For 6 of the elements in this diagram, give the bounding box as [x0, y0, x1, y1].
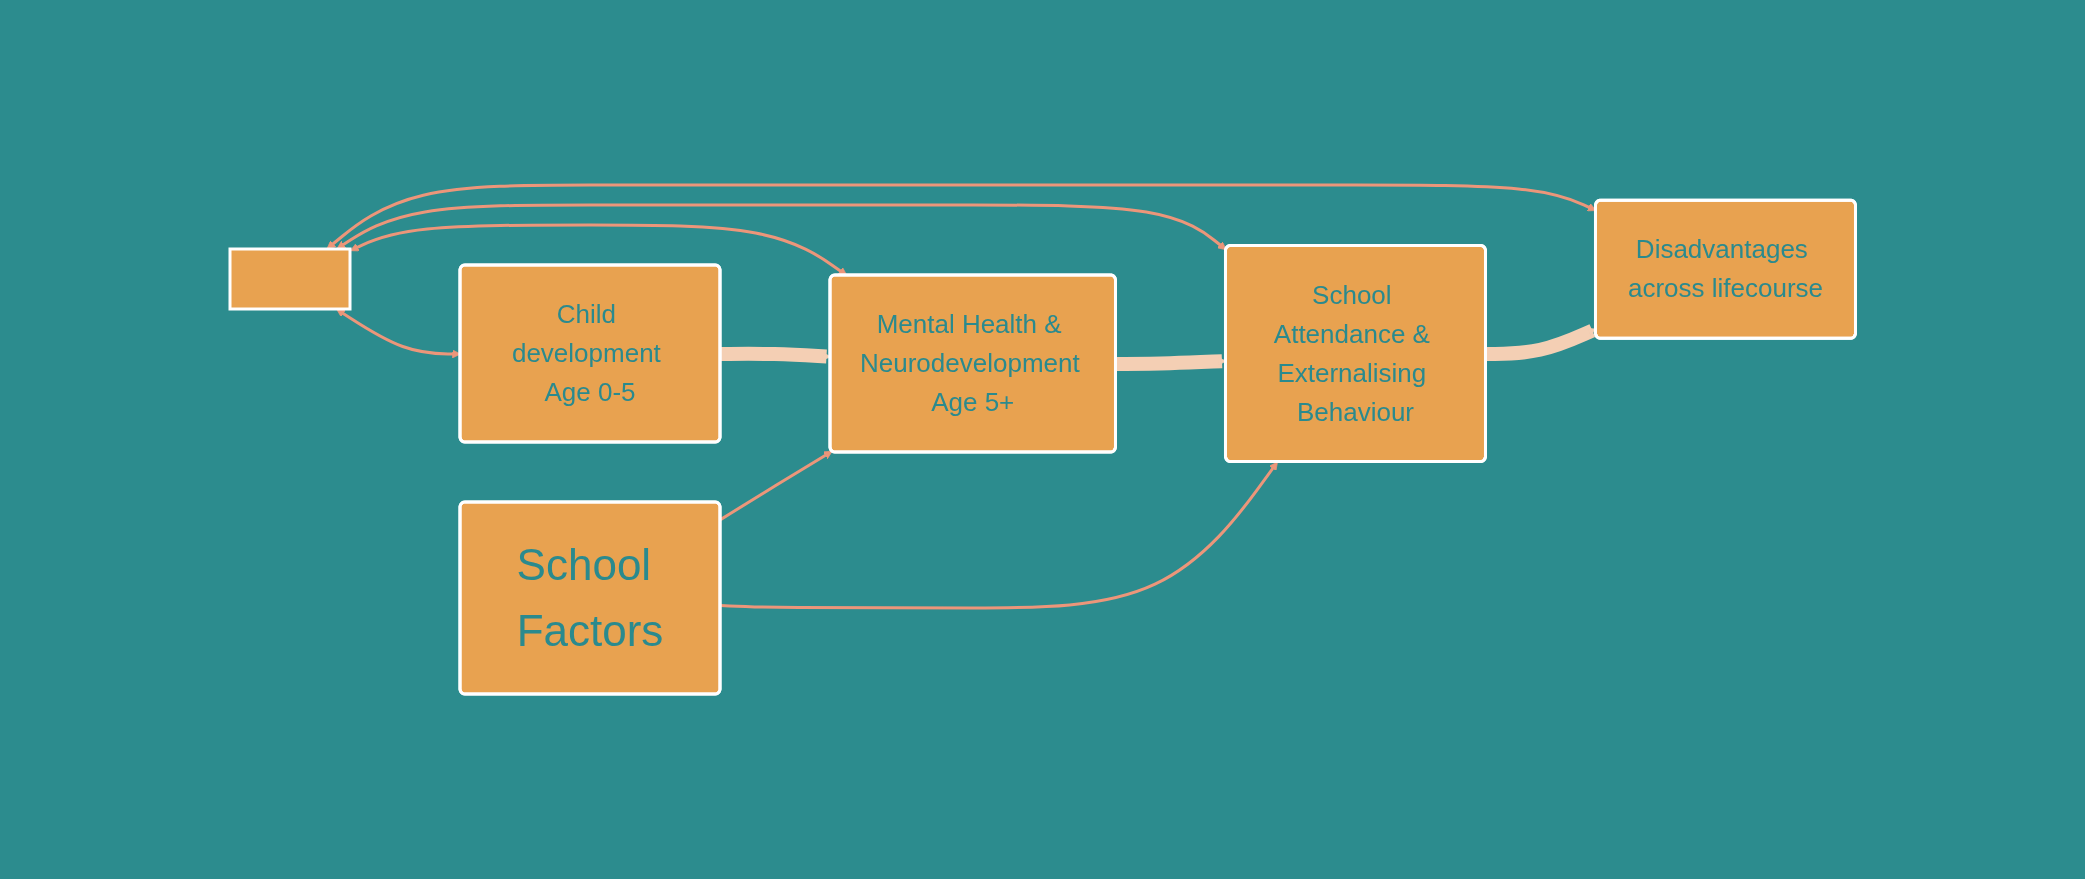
arrow: [349, 223, 848, 276]
arrow: [720, 461, 1278, 610]
node-box: [228, 247, 352, 311]
arrow: [336, 203, 1227, 251]
arrow: [719, 450, 833, 521]
arrow: [1485, 324, 1597, 361]
